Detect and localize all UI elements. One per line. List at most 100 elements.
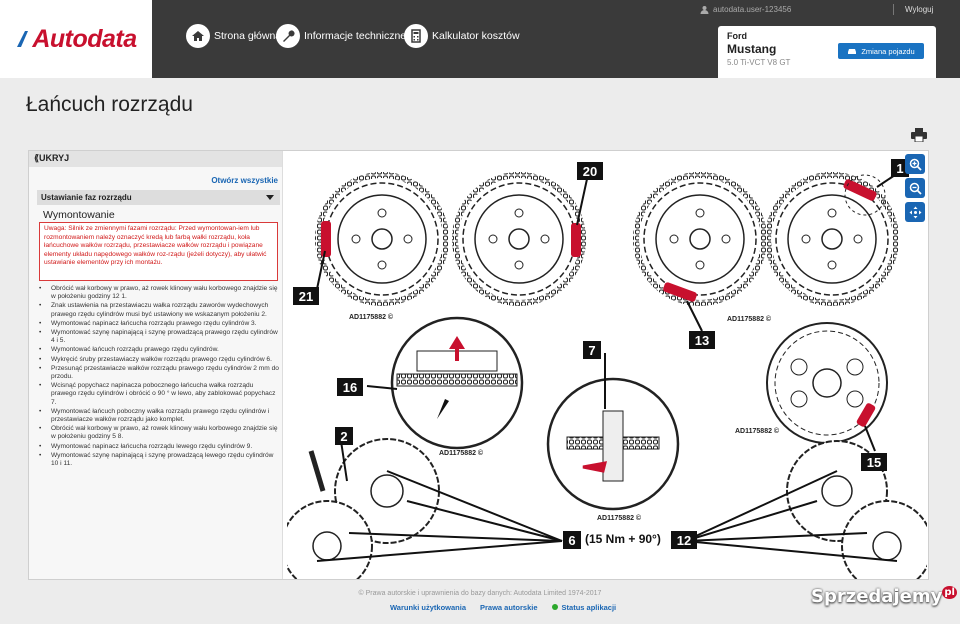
sprocket-right	[765, 172, 899, 306]
callout-7: 7	[583, 341, 601, 359]
callout-15-label: 15	[867, 455, 881, 470]
callout-2: 2	[335, 427, 353, 445]
callout-1-label: 1	[896, 161, 903, 176]
section-dropdown[interactable]: Ustawianie faz rozrządu	[37, 190, 280, 205]
vehicle-card: Ford Mustang 5.0 Ti-VCT V8 GT Zmiana poj…	[718, 26, 936, 78]
user-icon	[700, 6, 709, 14]
terms-link[interactable]: Warunki użytkowania	[390, 603, 466, 612]
section-label: Ustawianie faz rozrządu	[41, 193, 132, 202]
status-dot-icon	[551, 604, 558, 610]
callout-6-label: 6	[568, 533, 575, 548]
watermark-text: Sprzedajemy	[811, 586, 943, 607]
procedure-sidebar: ⟪UKRYJ Otwórz wszystkie Ustawianie faz r…	[29, 151, 283, 579]
ref-code: AD1175882 ©	[727, 315, 772, 323]
callout-21: 21	[293, 287, 319, 305]
bottom-left-gears	[287, 438, 440, 579]
sprocket-center-left	[452, 172, 586, 306]
chevron-left-icon: ⟪	[34, 153, 40, 163]
detail-circle-15	[766, 322, 888, 444]
callout-7-label: 7	[588, 343, 595, 358]
callout-2-label: 2	[340, 429, 347, 444]
step-item: Obrócić wał korbowy w prawo, aż rowek kl…	[39, 425, 279, 441]
subsection-title: Wymontowanie	[43, 209, 115, 221]
ref-code: AD1175882 ©	[597, 514, 642, 522]
step-item: Obrócić wał korbowy w prawo, aż rowek kl…	[39, 285, 279, 301]
step-item: Przesunąć przestawiacze wałków rozrządu …	[39, 365, 279, 381]
timing-diagram: 1 20 21 13 16 7 2 15 6 12 (15 Nm + 90°) …	[287, 159, 927, 579]
print-icon[interactable]	[911, 128, 927, 142]
vehicle-make: Ford	[727, 31, 747, 41]
callout-1: 1	[891, 159, 909, 177]
ref-code: AD1175882 ©	[735, 427, 780, 435]
bottom-right-gears	[786, 440, 927, 579]
footer-links: Warunki użytkowania Prawa autorskie Stat…	[390, 603, 616, 612]
leader-lines	[316, 170, 902, 562]
calculator-icon	[404, 24, 428, 48]
torque-spec: (15 Nm + 90°)	[585, 532, 661, 546]
wrench-icon	[276, 24, 300, 48]
vehicle-model: Mustang	[727, 42, 777, 56]
callout-13: 13	[689, 331, 715, 349]
step-item: Wymontować szynę napinającą i szynę prow…	[39, 329, 279, 345]
content-panel: ⟪UKRYJ Otwórz wszystkie Ustawianie faz r…	[28, 150, 929, 580]
step-item: Znak ustawienia na przestawiaczu wałka r…	[39, 302, 279, 318]
callout-20-label: 20	[583, 164, 597, 179]
footer-copyright: © Prawa autorskie i uprawnienia do bazy …	[358, 590, 602, 597]
step-item: Wymontować łańcuch poboczny wałka rozrzą…	[39, 408, 279, 424]
car-icon	[848, 48, 857, 54]
callout-16-label: 16	[343, 380, 357, 395]
move-arrows-icon	[909, 206, 921, 218]
warning-box: Uwaga: Silnik ze zmiennymi fazami rozrzą…	[39, 222, 278, 281]
callout-16: 16	[337, 378, 363, 396]
step-list: Obrócić wał korbowy w prawo, aż rowek kl…	[39, 285, 279, 469]
detail-circle-16	[390, 316, 524, 450]
change-vehicle-button[interactable]: Zmiana pojazdu	[838, 43, 924, 59]
sprocket-left	[315, 172, 449, 306]
logo-text: Autodata	[32, 24, 137, 53]
autodata-logo[interactable]: Autodata	[0, 0, 152, 78]
hide-sidebar-toggle[interactable]: ⟪UKRYJ	[29, 151, 282, 167]
ref-code: AD1175882 ©	[439, 449, 484, 457]
home-icon	[186, 24, 210, 48]
callout-20: 20	[577, 162, 603, 180]
step-item: Wcisnąć popychacz napinacza pobocznego ł…	[39, 382, 279, 407]
callout-6: 6	[563, 531, 581, 549]
zoom-out-button[interactable]	[905, 178, 925, 198]
callout-12-label: 12	[677, 533, 691, 548]
top-bar: Autodata Strona główna Informacje techni…	[0, 0, 960, 78]
ref-code: AD1175882 ©	[349, 313, 394, 321]
watermark-tld: pl	[942, 586, 957, 599]
app-status-label: Status aplikacji	[561, 603, 617, 612]
nav-tech-info[interactable]: Informacje techniczne	[276, 24, 406, 48]
logout-link[interactable]: Wyloguj	[905, 5, 934, 14]
user-name: autodata.user-123456	[713, 5, 792, 14]
change-vehicle-label: Zmiana pojazdu	[861, 46, 915, 56]
nav-cost-calc-label: Kalkulator kosztów	[432, 30, 520, 42]
open-all-link[interactable]: Otwórz wszystkie	[211, 176, 278, 185]
divider	[893, 4, 894, 15]
zoom-in-icon	[909, 158, 922, 171]
detail-circle-7	[546, 377, 680, 511]
chevron-down-icon	[266, 195, 274, 200]
page-title: Łańcuch rozrządu	[26, 93, 193, 116]
nav-tech-info-label: Informacje techniczne	[304, 30, 407, 42]
step-item: Wykręcić śruby przestawiaczy wałków rozr…	[39, 356, 279, 364]
step-item: Wymontować napinacz łańcucha rozrządu le…	[39, 443, 279, 451]
app-status-link[interactable]: Status aplikacji	[551, 603, 617, 612]
callout-12: 12	[671, 531, 697, 549]
nav-home-label: Strona główna	[214, 30, 282, 42]
logo-mark-icon	[17, 31, 29, 47]
nav-home[interactable]: Strona główna	[186, 24, 281, 48]
nav-cost-calc[interactable]: Kalkulator kosztów	[404, 24, 520, 48]
user-info: autodata.user-123456	[700, 5, 791, 14]
copyright-link[interactable]: Prawa autorskie	[480, 603, 538, 612]
callout-15: 15	[861, 453, 887, 471]
zoom-in-button[interactable]	[905, 154, 925, 174]
fit-view-button[interactable]	[905, 202, 925, 222]
step-item: Wymontować łańcuch rozrządu prawego rzęd…	[39, 346, 279, 354]
hide-label: UKRYJ	[39, 153, 70, 163]
step-item: Wymontować napinacz łańcucha rozrządu pr…	[39, 320, 279, 328]
callout-21-label: 21	[299, 289, 313, 304]
sprocket-center-right	[633, 172, 767, 306]
